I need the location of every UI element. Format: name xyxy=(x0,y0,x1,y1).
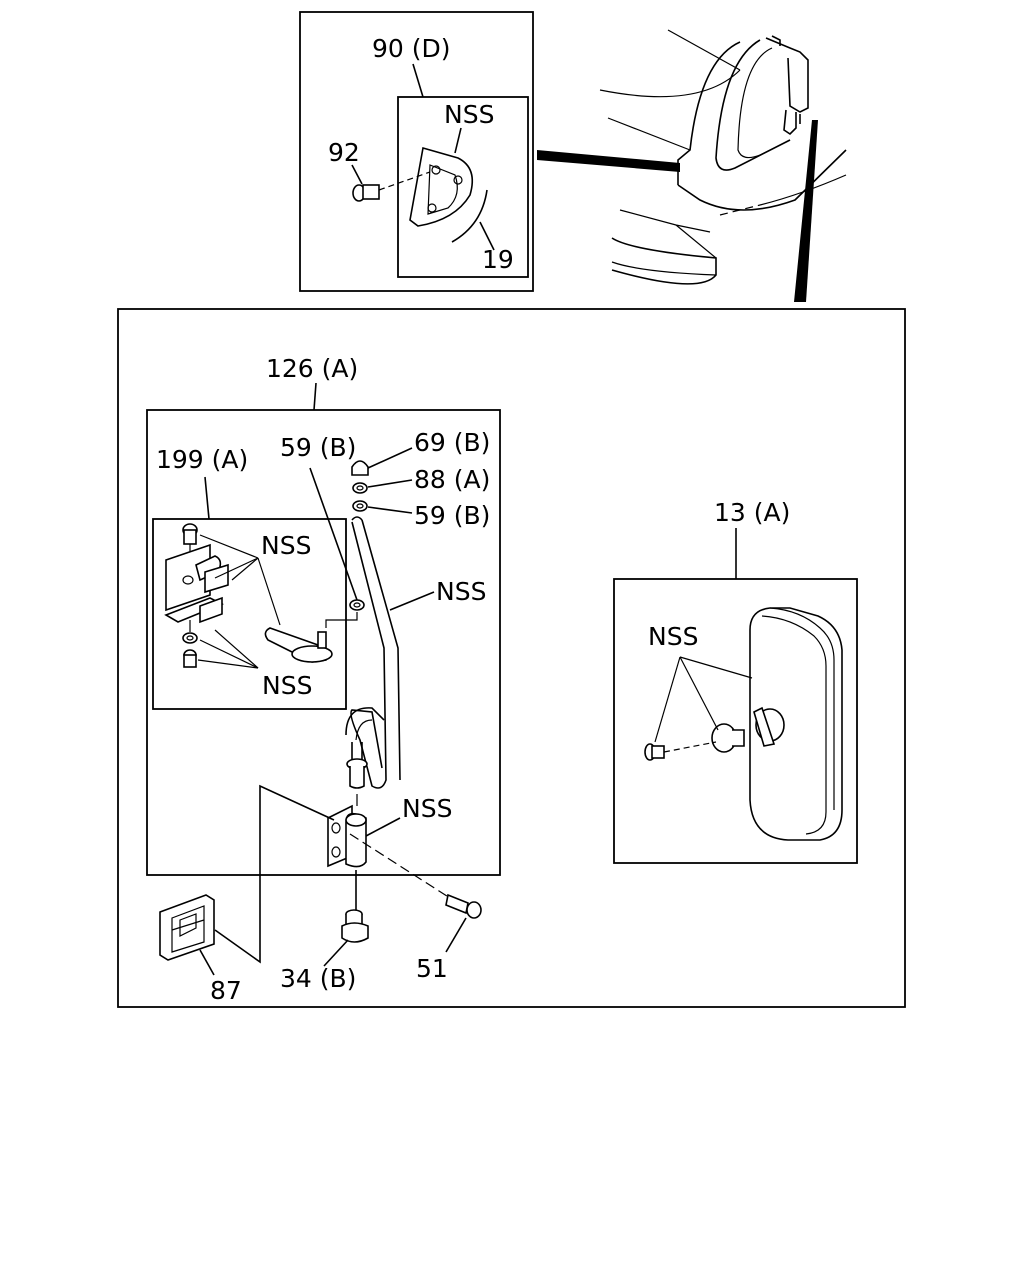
pin-axis-left xyxy=(325,612,358,628)
leader-34b xyxy=(323,939,349,967)
leader-19 xyxy=(479,221,495,251)
leader-199a xyxy=(204,476,210,520)
cap-nut-69b-part xyxy=(351,460,369,476)
bracket-leaders-top xyxy=(199,534,281,626)
label-13a: 13 (A) xyxy=(714,498,790,527)
leader-nss-arm xyxy=(389,591,435,611)
hinge-bracket-part xyxy=(327,804,367,868)
arm-pin-part xyxy=(264,627,333,663)
leader-126a xyxy=(313,382,317,411)
leader-69b xyxy=(367,447,413,469)
mirror-head-part xyxy=(749,607,843,841)
washer-59b-left-part xyxy=(349,599,365,611)
label-nss-mirror: NSS xyxy=(648,622,698,651)
label-69b: 69 (B) xyxy=(414,428,490,457)
label-59b-left: 59 (B) xyxy=(280,433,356,462)
leader-51 xyxy=(445,917,467,953)
label-90d: 90 (D) xyxy=(372,34,451,63)
mirror-mount-part xyxy=(711,706,785,753)
label-nss-bracket-top: NSS xyxy=(261,531,311,560)
label-nss-arm: NSS xyxy=(436,577,486,606)
leader-92 xyxy=(351,164,363,185)
leader-59b-left xyxy=(309,467,358,601)
washer-88a-part xyxy=(352,482,368,494)
inset-sub-box-90d xyxy=(397,96,529,278)
screw-92-part xyxy=(352,184,380,202)
bracket-assembly-part xyxy=(164,523,229,668)
leader-nss-hinge xyxy=(365,817,401,837)
mirror-screw-axis xyxy=(663,741,717,753)
box-126a xyxy=(146,409,501,876)
gasket-87-part xyxy=(159,894,215,961)
label-nss-top: NSS xyxy=(444,100,494,129)
box-199a xyxy=(152,518,347,710)
inset-box-90d xyxy=(299,11,534,292)
leader-59b-right xyxy=(367,506,413,514)
screw-92-axis xyxy=(378,171,431,191)
cover-plate-part xyxy=(409,146,474,227)
label-19: 19 xyxy=(482,245,514,274)
label-nss-hinge: NSS xyxy=(402,794,452,823)
label-87: 87 xyxy=(210,976,242,1005)
bolt-51-part xyxy=(445,893,482,919)
bushing-34b-part xyxy=(341,909,369,943)
label-nss-bracket-bottom: NSS xyxy=(262,671,312,700)
washer-59b-right-part xyxy=(352,500,368,512)
mirror-arm-part xyxy=(345,516,401,789)
label-59b-right: 59 (B) xyxy=(414,501,490,530)
main-assembly-box xyxy=(117,308,906,1008)
bolt-51-axis xyxy=(349,833,451,899)
bracket-leaders-bottom xyxy=(197,629,259,669)
seal-19-part xyxy=(451,189,488,243)
mirror-screw-part xyxy=(644,743,665,761)
mirror-leaders xyxy=(654,656,753,743)
leader-87 xyxy=(199,949,215,976)
label-199a: 199 (A) xyxy=(156,445,248,474)
label-126a: 126 (A) xyxy=(266,354,358,383)
vehicle-cab-sketch xyxy=(599,29,847,285)
label-88a: 88 (A) xyxy=(414,465,490,494)
gasket-87-leader xyxy=(214,784,335,964)
leader-nss-top xyxy=(454,127,462,154)
leader-90d xyxy=(412,63,424,98)
label-92: 92 xyxy=(328,138,360,167)
callout-pointer-mirror xyxy=(794,120,818,302)
leader-88a xyxy=(367,479,413,488)
callout-pointer xyxy=(537,150,680,172)
label-34b: 34 (B) xyxy=(280,964,356,993)
label-51: 51 xyxy=(416,954,448,983)
